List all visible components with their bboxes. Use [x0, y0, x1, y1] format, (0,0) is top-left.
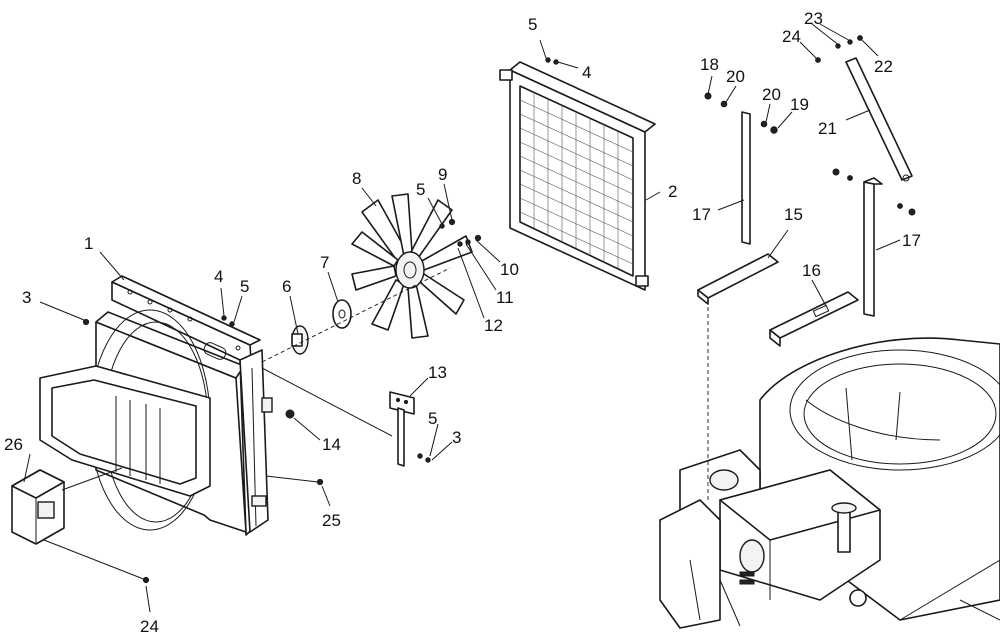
callout-21: 21 [818, 119, 837, 138]
callout-23: 23 [804, 9, 823, 28]
callout-25: 25 [322, 511, 341, 530]
callout-5: 5 [240, 277, 249, 296]
callout-1: 1 [84, 234, 93, 253]
callout-19: 19 [790, 95, 809, 114]
callout-26: 26 [4, 435, 23, 454]
callout-16: 16 [802, 261, 821, 280]
callout-7: 7 [320, 253, 329, 272]
callout-4: 4 [582, 63, 591, 82]
callout-8: 8 [352, 169, 361, 188]
callout-2: 2 [668, 182, 677, 201]
callout-12: 12 [484, 316, 503, 335]
callout-10: 10 [500, 260, 519, 279]
fan-hubs [291, 299, 352, 355]
callout-18: 18 [700, 55, 719, 74]
leader-lines [23, 23, 901, 613]
fan-blade-assembly [351, 193, 473, 339]
callout-9: 9 [438, 165, 447, 184]
callout-5: 5 [528, 15, 537, 34]
callout-24: 24 [140, 617, 159, 636]
callout-13: 13 [428, 363, 447, 382]
machine-frame [659, 337, 1000, 629]
callout-4: 4 [214, 267, 223, 286]
callout-15: 15 [784, 205, 803, 224]
callout-14: 14 [322, 435, 341, 454]
callout-22: 22 [874, 57, 893, 76]
callout-5: 5 [428, 409, 437, 428]
bracket-13 [389, 391, 415, 467]
fan-shroud-assembly [39, 275, 273, 536]
callout-20: 20 [762, 85, 781, 104]
stays-and-brackets [697, 57, 913, 347]
callout-17: 17 [692, 205, 711, 224]
hydraulic-motor [11, 469, 65, 545]
callout-3: 3 [22, 288, 31, 307]
callout-labels: 1 2 3 3 4 4 5 5 5 5 6 7 8 9 10 11 12 13 … [4, 9, 921, 636]
callout-17: 17 [902, 231, 921, 250]
callout-11: 11 [496, 288, 514, 307]
radiator-core [499, 61, 656, 291]
callout-6: 6 [282, 277, 291, 296]
callout-3: 3 [452, 428, 461, 447]
assembly-center-lines [43, 267, 709, 581]
fasteners [82, 35, 916, 584]
callout-5: 5 [416, 180, 425, 199]
callout-24: 24 [782, 27, 801, 46]
callout-20: 20 [726, 67, 745, 86]
